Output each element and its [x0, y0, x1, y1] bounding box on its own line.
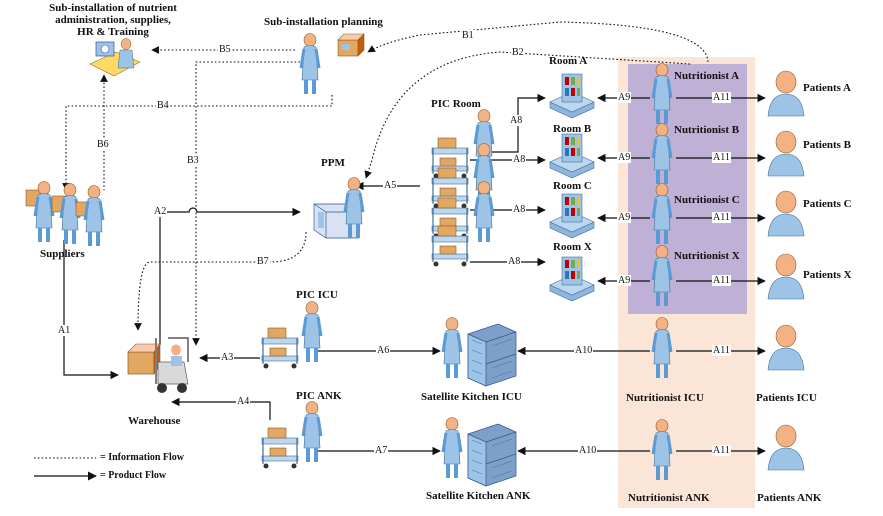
sub-installation-planning-icon [299, 31, 365, 96]
label-sub-planning: Sub-installation planning [264, 16, 383, 28]
label-patients-icu: Patients ICU [756, 392, 817, 404]
edge-label-a7: A7 [374, 445, 389, 456]
room-x-icon [549, 256, 595, 302]
edge-label-a8-room-a: A8 [509, 115, 524, 126]
suppliers-icon [25, 179, 105, 248]
edge-label-a11-ank: A11 [712, 445, 731, 456]
edge-label-a11-a: A11 [712, 92, 731, 103]
label-nutritionist-c: Nutritionist C [674, 194, 740, 206]
legend-information-text: = Information Flow [100, 452, 185, 463]
edge-label-a11-c: A11 [712, 212, 731, 223]
satellite-kitchen-icu-icon [467, 323, 517, 387]
label-patients-ank: Patients ANK [757, 492, 822, 504]
legend-product-text: = Product Flow [100, 470, 167, 481]
admin-workstation-icon [89, 38, 141, 77]
edge-label-a8-room-x: A8 [507, 256, 522, 267]
edge-label-a9-a: A9 [617, 92, 632, 103]
label-room-c: Room C [553, 180, 592, 192]
label-patients-x: Patients X [803, 269, 852, 281]
edge-label-a8-room-c: A8 [512, 204, 527, 215]
patients-a-icon [767, 70, 805, 117]
label-ppm: PPM [321, 157, 345, 169]
edge-label-a8-room-b: A8 [512, 154, 527, 165]
patients-b-icon [767, 130, 805, 177]
legend [34, 457, 97, 481]
label-warehouse: Warehouse [128, 415, 181, 427]
label-satellite-kitchen-icu: Satellite Kitchen ICU [421, 391, 522, 403]
edge-label-b2: B2 [511, 47, 525, 58]
label-nutritionist-x: Nutritionist X [674, 250, 740, 262]
edge-label-b3: B3 [186, 155, 200, 166]
pic-room-icon [431, 107, 495, 268]
satellite-kitchen-ank-icon [467, 423, 517, 487]
label-patients-a: Patients A [803, 82, 851, 94]
patients-ank-icon [767, 424, 805, 471]
patients-c-icon [767, 190, 805, 237]
label-nutritionist-b: Nutritionist B [674, 124, 740, 136]
edge-label-a11-x: A11 [712, 275, 731, 286]
label-pic-ank: PIC ANK [296, 390, 342, 402]
room-c-icon [549, 193, 595, 239]
edge-label-a11-icu: A11 [712, 345, 731, 356]
patients-x-icon [767, 253, 805, 300]
label-nutritionist-a: Nutritionist A [674, 70, 740, 82]
satellite-kitchen-icu-staff-icon [441, 315, 463, 380]
pic-ank-icon [261, 399, 323, 470]
room-b-icon [549, 133, 595, 179]
edge-label-a10-icu: A10 [574, 345, 594, 356]
edge-label-a9-c: A9 [617, 212, 632, 223]
label-nutritionist-ank: Nutritionist ANK [628, 492, 710, 504]
edge-label-a9-b: A9 [617, 152, 632, 163]
edge-label-a6: A6 [376, 345, 391, 356]
edge-label-a10-ank: A10 [578, 445, 598, 456]
label-room-x: Room X [553, 241, 592, 253]
label-room-a: Room A [549, 55, 588, 67]
room-a-icon [549, 73, 595, 119]
edge-label-a4: A4 [236, 396, 251, 407]
label-pic-room: PIC Room [431, 98, 481, 110]
satellite-kitchen-ank-staff-icon [441, 415, 463, 480]
edge-label-b5: B5 [218, 44, 232, 55]
edge-label-b4: B4 [156, 100, 170, 111]
label-room-b: Room B [553, 123, 592, 135]
label-nutritionist-icu: Nutritionist ICU [626, 392, 704, 404]
edge-label-a2: A2 [153, 206, 168, 217]
edge-label-b7: B7 [256, 256, 270, 267]
label-pic-icu: PIC ICU [296, 289, 338, 301]
information-flows [62, 21, 709, 346]
edge-label-a1: A1 [57, 325, 72, 336]
warehouse-forklift-icon [127, 337, 189, 393]
edge-label-a9-x: A9 [617, 275, 632, 286]
label-patients-c: Patients C [803, 198, 852, 210]
patients-icu-icon [767, 324, 805, 371]
pic-icu-icon [261, 299, 323, 370]
edge-label-a3: A3 [220, 352, 235, 363]
edge-label-b6: B6 [96, 139, 110, 150]
label-patients-b: Patients B [803, 139, 851, 151]
edge-label-a5: A5 [383, 180, 398, 191]
label-sub-admin: Sub-installation of nutrient administrat… [49, 2, 177, 38]
ppm-icon [313, 175, 365, 240]
edge-label-a11-b: A11 [712, 152, 731, 163]
label-suppliers: Suppliers [40, 248, 85, 260]
edge-label-b1: B1 [461, 30, 475, 41]
ward-region [628, 64, 747, 314]
label-satellite-kitchen-ank: Satellite Kitchen ANK [426, 490, 531, 502]
